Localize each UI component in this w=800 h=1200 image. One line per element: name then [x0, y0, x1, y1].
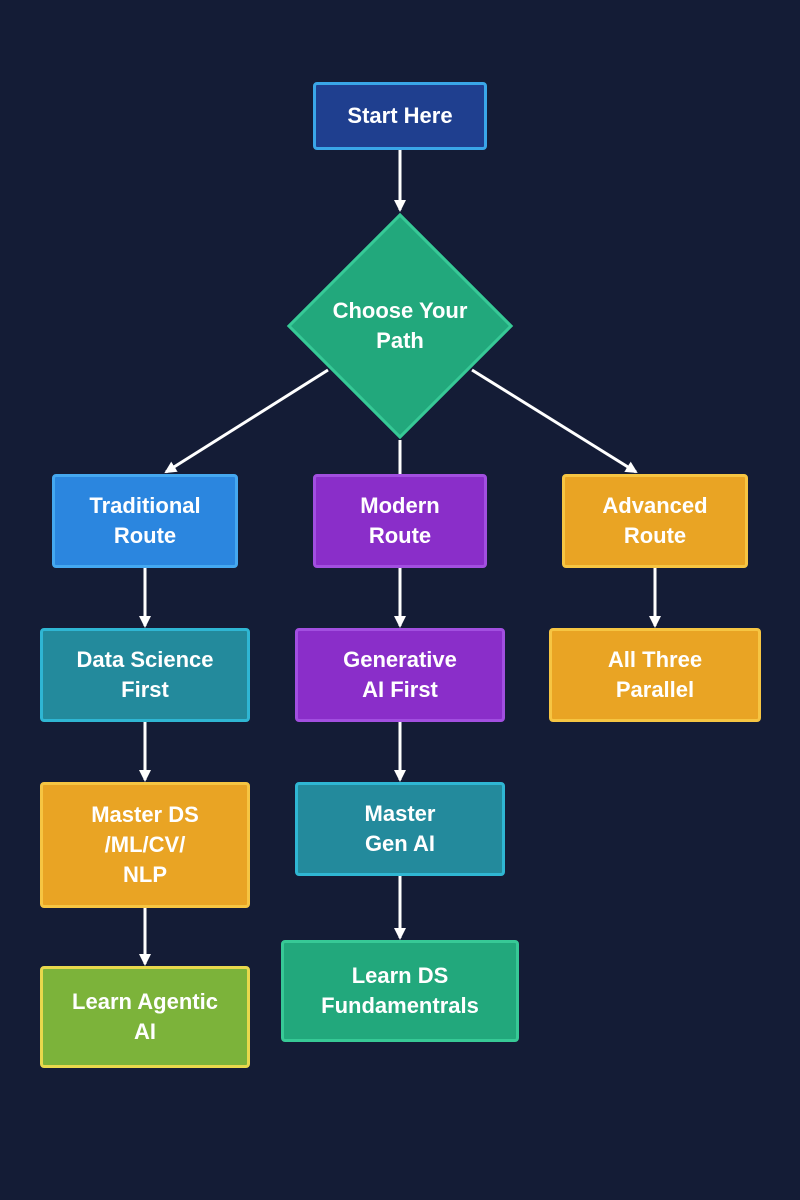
learn-ds-fundamentals-node: Learn DS Fundamentrals [281, 940, 519, 1042]
modern-route-node: Modern Route [313, 474, 487, 568]
all-three-parallel-node: All Three Parallel [549, 628, 761, 722]
master-ds-ml-cv-nlp-node: Master DS /ML/CV/ NLP [40, 782, 250, 908]
data-science-first-node: Data Science First [40, 628, 250, 722]
traditional-route-node: Traditional Route [52, 474, 238, 568]
arrow-decision-to-traditional [164, 368, 329, 474]
arrow-decision-to-advanced [471, 368, 638, 474]
advanced-route-node: Advanced Route [562, 474, 748, 568]
decision-label: Choose Your Path [332, 298, 468, 353]
generative-ai-first-node: Generative AI First [295, 628, 505, 722]
master-gen-ai-node: Master Gen AI [295, 782, 505, 876]
start-node: Start Here [313, 82, 487, 150]
learn-agentic-ai-node: Learn Agentic AI [40, 966, 250, 1068]
decision-node: Choose Your Path [286, 212, 514, 440]
